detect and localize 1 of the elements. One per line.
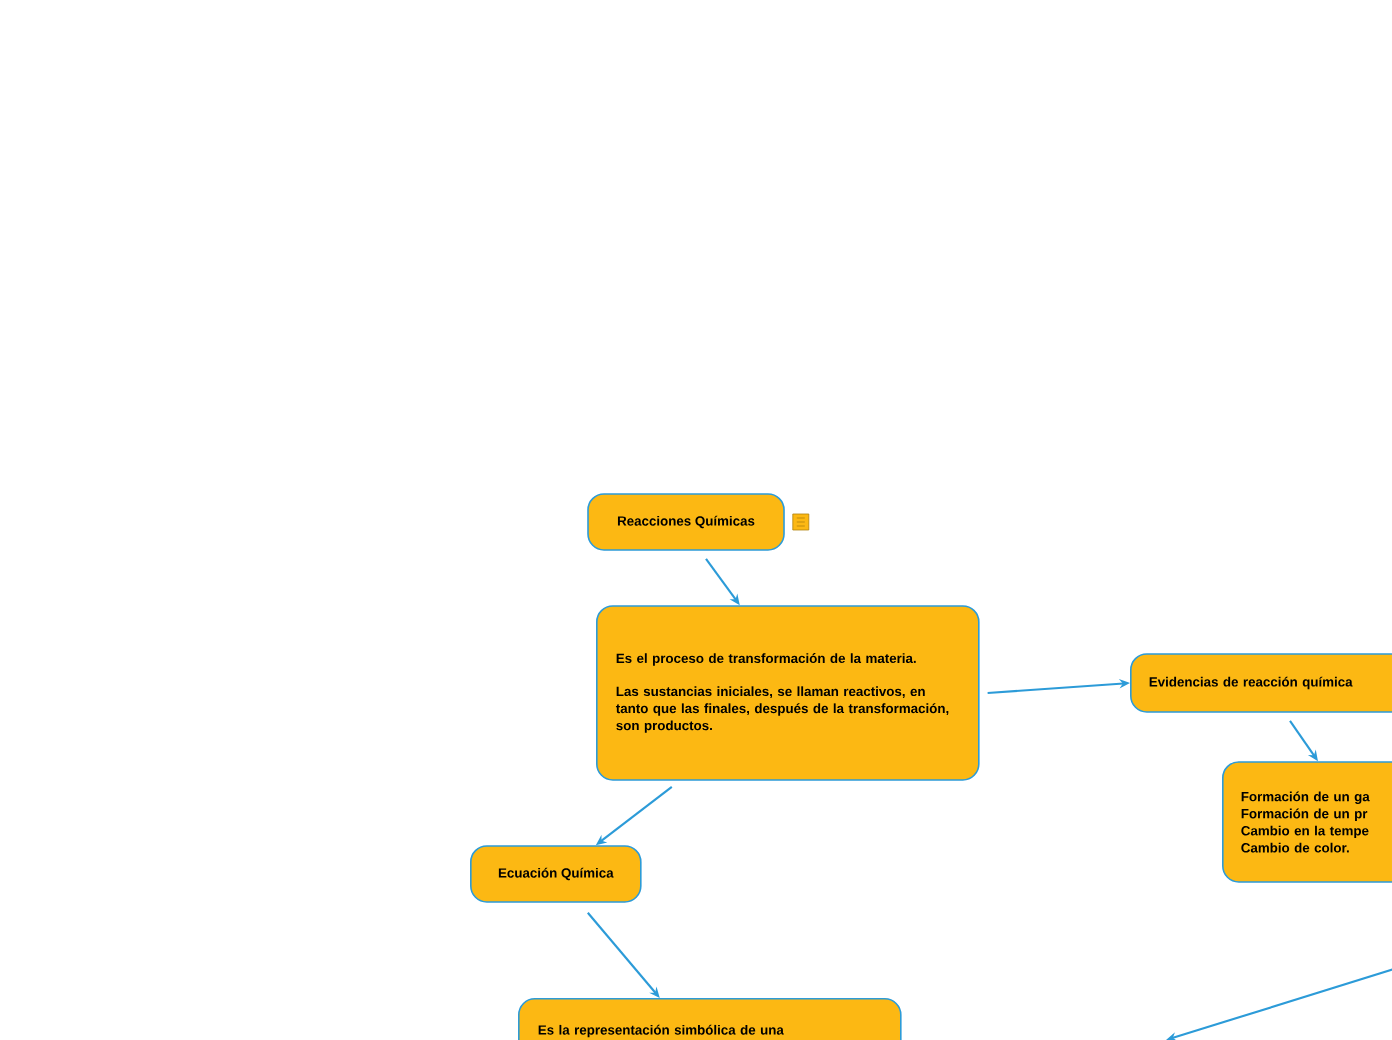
arrow (587, 912, 660, 998)
